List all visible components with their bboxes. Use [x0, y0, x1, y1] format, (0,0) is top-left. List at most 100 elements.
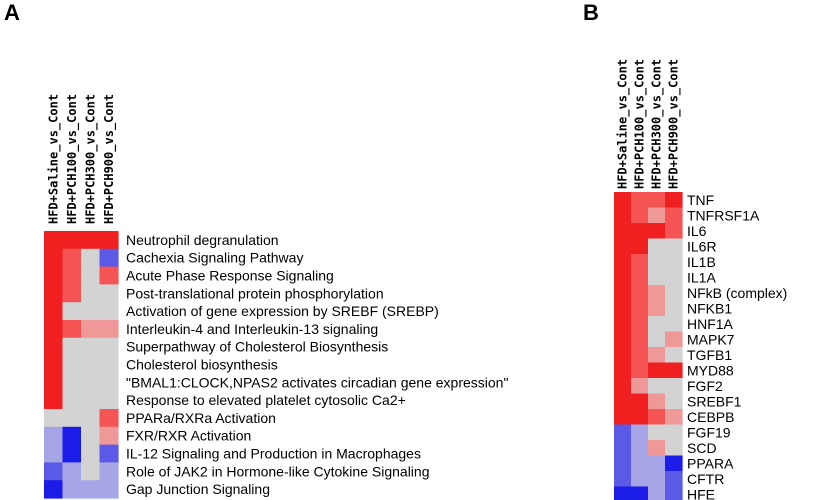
row-label: Activation of gene expression by SREBF (… [126, 303, 439, 319]
row-label: TGFB1 [687, 347, 732, 363]
heatmap-cell [631, 440, 649, 457]
row-label: Neutrophil degranulation [126, 232, 279, 248]
panel-b-letter: B [583, 0, 599, 25]
row-label: IL6R [687, 238, 717, 254]
column-label: HFD+PCH300_vs_Cont [650, 59, 665, 189]
heatmap-cell [62, 355, 82, 374]
heatmap-cell [614, 254, 632, 271]
heatmap-cell [81, 248, 101, 268]
heatmap-cell [648, 409, 666, 426]
heatmap-cell [648, 378, 666, 395]
heatmap-cell [631, 378, 649, 395]
heatmap-cell [614, 207, 632, 224]
heatmap-cell [614, 300, 632, 317]
heatmap-cell [44, 337, 64, 357]
heatmap-cell [648, 285, 666, 302]
row-label: Role of JAK2 in Hormone-like Cytokine Si… [126, 463, 429, 479]
heatmap-cell [81, 355, 101, 374]
heatmap-cell [62, 266, 82, 285]
heatmap-cell [81, 391, 101, 410]
row-label: Post-translational protein phosphorylati… [126, 285, 384, 301]
heatmap-cell [81, 302, 101, 321]
heatmap-cell [631, 316, 649, 333]
heatmap-cell [81, 409, 101, 428]
heatmap-cell [99, 462, 119, 481]
heatmap-cell [665, 207, 683, 224]
heatmap-cell [614, 471, 632, 488]
heatmap-cell [614, 455, 632, 472]
heatmap-cell [62, 231, 82, 250]
heatmap-cell [665, 362, 683, 379]
row-label: "BMAL1:CLOCK,NPAS2 activates circadian g… [126, 374, 508, 390]
heatmap-cell [631, 347, 649, 364]
heatmap-cell [631, 424, 649, 441]
row-label: Acute Phase Response Signaling [126, 268, 334, 284]
row-label: SCD [687, 440, 717, 456]
heatmap-cell [44, 426, 64, 446]
heatmap-cell [614, 424, 632, 441]
heatmap-cell [44, 231, 64, 250]
heatmap-cell [648, 347, 666, 364]
heatmap-cell [631, 223, 649, 240]
heatmap-cell [665, 316, 683, 333]
heatmap-cell [99, 302, 119, 321]
heatmap-cell [665, 254, 683, 271]
heatmap-cell [44, 373, 64, 392]
heatmap-cell [614, 331, 632, 348]
heatmap-cell [614, 285, 632, 302]
row-label: Cholesterol biosynthesis [126, 357, 278, 373]
column-label: HFD+PCH100_vs_Cont [633, 59, 648, 189]
heatmap-cell [648, 300, 666, 317]
heatmap-cell [648, 455, 666, 472]
heatmap-cell [99, 266, 119, 285]
heatmap-cell [44, 355, 64, 374]
heatmap-cell [648, 269, 666, 286]
heatmap-cell [99, 373, 119, 392]
heatmap-cell [44, 444, 64, 463]
heatmap-cell [62, 391, 82, 410]
heatmap-cell [631, 409, 649, 426]
row-label: TNF [687, 192, 714, 208]
heatmap-cell [631, 269, 649, 286]
heatmap-cell [665, 393, 683, 410]
heatmap-cell [665, 409, 683, 426]
row-label: PPARA [687, 455, 734, 471]
panel-a-letter: A [4, 0, 20, 25]
heatmap-cell [631, 393, 649, 410]
row-label: Cachexia Signaling Pathway [126, 250, 303, 266]
column-label: HFD+Saline_vs_Cont [46, 94, 61, 224]
heatmap-cell [99, 409, 119, 428]
heatmap-cell [62, 444, 82, 463]
heatmap-cell [631, 238, 649, 255]
row-label: CEBPB [687, 409, 734, 425]
row-label: PPARa/RXRa Activation [126, 410, 276, 426]
heatmap-cell [99, 444, 119, 463]
heatmap-cell [44, 320, 64, 339]
heatmap-cell [44, 462, 64, 481]
heatmap-cell [631, 471, 649, 488]
heatmap-cell [99, 426, 119, 446]
heatmap-cell [665, 300, 683, 317]
row-label: Interleukin-4 and Interleukin-13 signali… [126, 321, 378, 337]
heatmap-cell [648, 223, 666, 240]
row-label: HFE [687, 486, 715, 500]
heatmap-cell [81, 462, 101, 481]
heatmap-cell [44, 266, 64, 285]
heatmap-cell [99, 355, 119, 374]
heatmap-cell [44, 409, 64, 428]
heatmap-cell [631, 362, 649, 379]
heatmap-cell [614, 393, 632, 410]
heatmap-cell [614, 440, 632, 457]
row-label: IL-12 Signaling and Production in Macrop… [126, 446, 421, 462]
heatmap-cell [99, 231, 119, 250]
heatmap-cell [665, 192, 683, 209]
heatmap-cell [81, 337, 101, 357]
heatmap-cell [631, 300, 649, 317]
heatmap-cell [648, 471, 666, 488]
heatmap-cell [62, 320, 82, 339]
heatmap-cell [99, 248, 119, 268]
row-label: SREBF1 [687, 393, 742, 409]
heatmap-cell [665, 440, 683, 457]
heatmap-cell [99, 320, 119, 339]
